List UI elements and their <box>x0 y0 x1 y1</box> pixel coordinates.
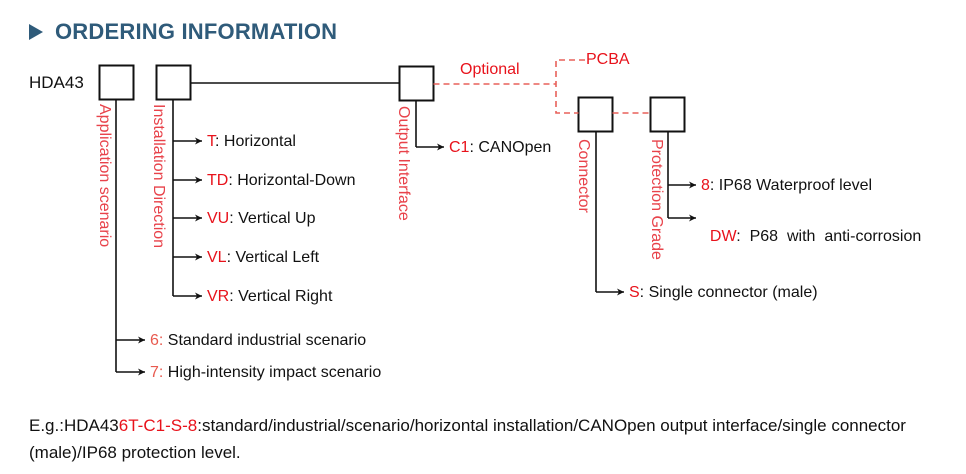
option-protection-8: 8: IP68 Waterproof level <box>701 177 873 194</box>
option-protection-DW: DW: P68 with anti-corrosion <box>709 228 922 245</box>
option-connector-S: S: Single connector (male) <box>629 284 818 301</box>
option-installation-TD: TD: Horizontal-Down <box>207 172 356 189</box>
installation-label: Installation Direction <box>150 104 167 249</box>
installation-box <box>155 64 192 101</box>
play-triangle-icon <box>29 24 43 40</box>
application-label: Application scenario <box>96 104 113 248</box>
example-code-output: C1 <box>143 416 166 435</box>
protection-label: Protection Grade <box>648 139 665 260</box>
example-code-protection: 8 <box>187 416 198 435</box>
option-installation-VR: VR: Vertical Right <box>207 288 333 305</box>
option-installation-T: T: Horizontal <box>207 133 296 150</box>
section-title-text: ORDERING INFORMATION <box>55 19 338 44</box>
pcba-label: PCBA <box>586 51 630 68</box>
optional-label: Optional <box>460 61 520 78</box>
connector-label: Connector <box>575 139 592 213</box>
option-application-6: 6: Standard industrial scenario <box>150 332 367 349</box>
output-label: Output Interface <box>395 106 412 221</box>
optional-dashed-lines <box>433 59 651 114</box>
option-installation-VU: VU: Vertical Up <box>207 210 316 227</box>
example-description: :standard/industrial/scenario/horizontal… <box>29 416 906 462</box>
application-box <box>98 64 135 101</box>
section-title: ORDERING INFORMATION <box>29 18 337 46</box>
example-code-connector: S <box>170 416 183 435</box>
output-box <box>398 65 435 102</box>
model-prefix: HDA43 <box>29 73 84 92</box>
connector-box <box>577 96 614 133</box>
example-text: E.g.:HDA436T-C1-S-8:standard/industrial/… <box>29 416 906 462</box>
option-application-7: 7: High-intensity impact scenario <box>150 364 382 381</box>
example-code-application-installation: 6T <box>118 416 138 435</box>
protection-box <box>649 96 686 133</box>
option-output-C1: C1: CANOpen <box>449 139 552 156</box>
option-installation-VL: VL: Vertical Left <box>207 249 320 266</box>
